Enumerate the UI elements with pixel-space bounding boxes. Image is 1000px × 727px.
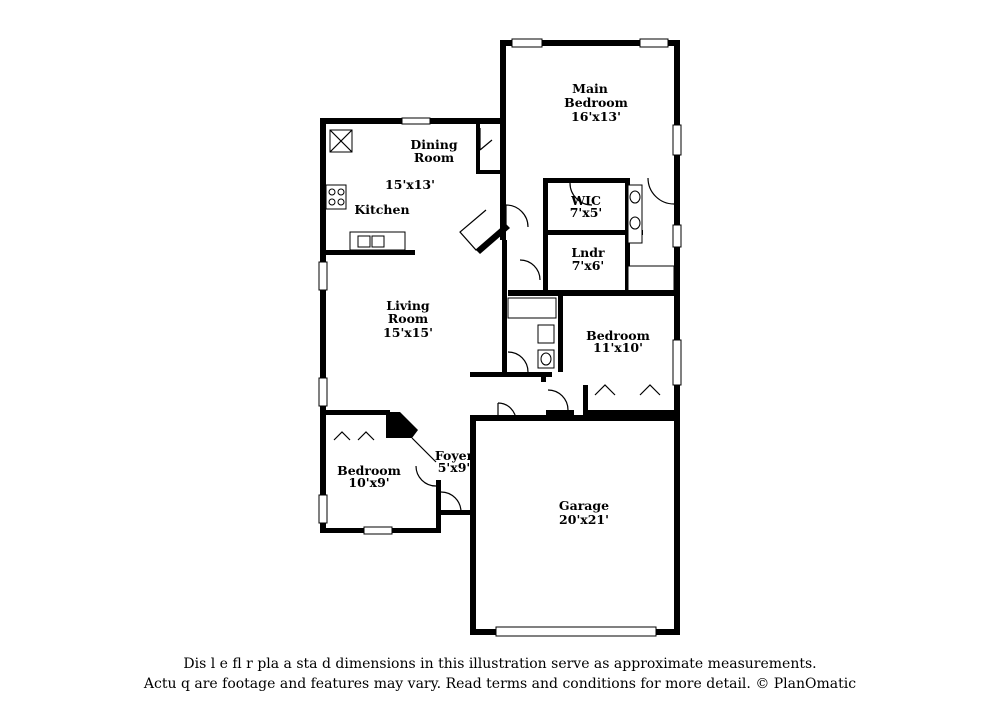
wic-size: 7'x5' [570, 205, 603, 220]
hall-bath-walls [470, 292, 563, 382]
kitchen-dining-size: 15'x13' [385, 177, 435, 192]
main-bedroom-name-1: Main [572, 81, 608, 96]
laundry-size: 7'x6' [572, 258, 605, 273]
laundry-name: Lndr [571, 245, 605, 260]
dining-name-1: Dining [410, 137, 458, 152]
right-bedroom-walls [546, 290, 682, 420]
main-bedroom-size: 16'x13' [571, 109, 621, 124]
bedroom-right-name: Bedroom [586, 328, 650, 343]
disclaimer-line-1: Dis l e fl r pla a sta d dimensions in t… [183, 656, 817, 672]
bedroom-left-name: Bedroom [337, 463, 401, 478]
left-bedroom-walls [318, 410, 471, 535]
wic-name: WIC [570, 193, 601, 208]
foyer-size: 5'x9' [438, 460, 471, 475]
wic-laundry-bath-walls [502, 177, 680, 375]
living-name-2: Room [388, 311, 428, 326]
main-bedroom-name-2: Bedroom [564, 95, 628, 110]
garage-size: 20'x21' [559, 512, 609, 527]
dining-name-2: Room [414, 150, 454, 165]
bedroom-right-size: 11'x10' [593, 340, 643, 355]
foyer-name: Foyer [435, 448, 474, 463]
bedroom-left-size: 10'x9' [348, 475, 389, 490]
garage-walls [470, 402, 680, 637]
main-bedroom-walls [500, 38, 682, 296]
living-room-walls [318, 253, 328, 413]
living-name-1: Living [386, 298, 430, 313]
garage-name: Garage [559, 498, 609, 513]
living-size: 15'x15' [383, 325, 433, 340]
kitchen-name: Kitchen [354, 202, 409, 217]
kitchen-dining-walls [320, 117, 529, 255]
disclaimer-line-2: Actu q are footage and features may vary… [143, 676, 857, 692]
